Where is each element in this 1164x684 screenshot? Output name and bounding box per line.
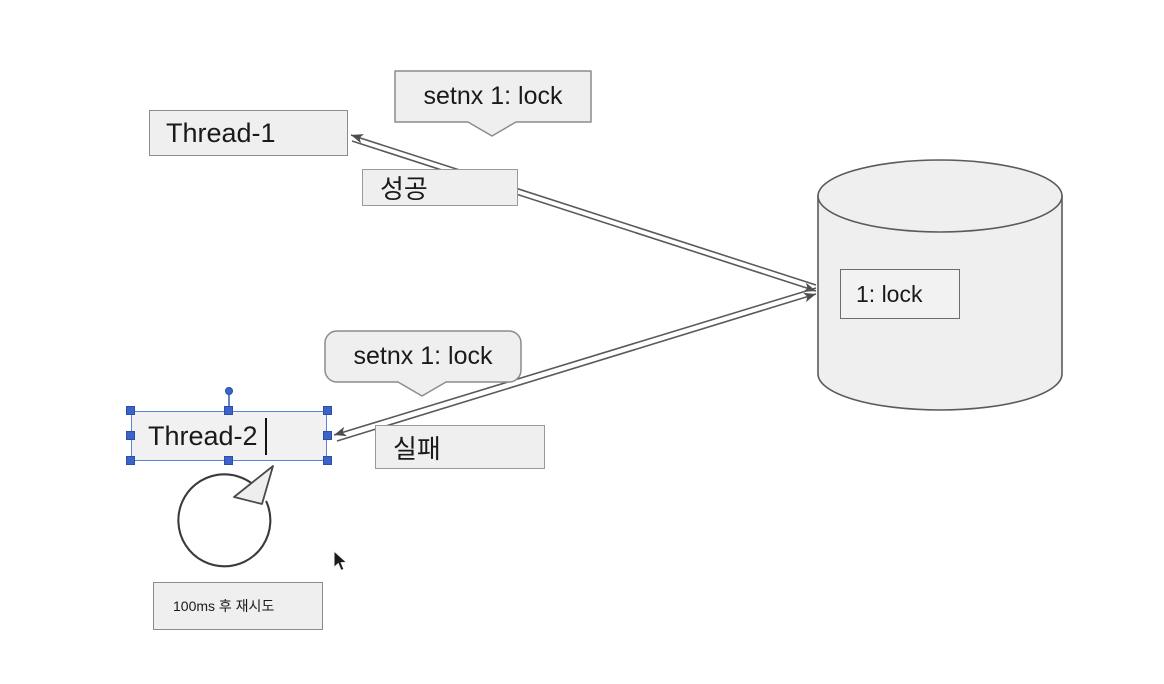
edge-thread1-to-db bbox=[351, 140, 817, 292]
node-thread-1[interactable]: Thread-1 bbox=[149, 110, 348, 156]
rotate-handle-stem bbox=[228, 392, 230, 411]
db-entry-lock-label: 1: lock bbox=[856, 280, 923, 307]
resize-handle-sw[interactable] bbox=[126, 456, 135, 465]
note-retry-after-100ms-label: 100ms 후 재시도 bbox=[173, 598, 275, 614]
db-entry-lock[interactable]: 1: lock bbox=[840, 269, 960, 319]
callout-setnx-thread1-label: setnx 1: lock bbox=[423, 81, 563, 110]
edge-db-to-thread1 bbox=[350, 134, 817, 286]
node-thread-2[interactable]: Thread-2 bbox=[131, 411, 327, 461]
text-edit-caret bbox=[265, 418, 267, 455]
resize-handle-s[interactable] bbox=[224, 456, 233, 465]
callout-setnx-thread2-label: setnx 1: lock bbox=[353, 341, 493, 370]
resize-handle-w[interactable] bbox=[126, 431, 135, 440]
node-thread-2-label: Thread-2 bbox=[148, 420, 258, 451]
resize-handle-ne[interactable] bbox=[323, 406, 332, 415]
callout-setnx-thread2-shape bbox=[324, 330, 522, 397]
rotate-handle[interactable] bbox=[225, 387, 233, 395]
tag-failure[interactable]: 실패 bbox=[375, 425, 545, 469]
tag-success[interactable]: 성공 bbox=[362, 169, 518, 206]
mouse-cursor bbox=[333, 550, 348, 572]
resize-handle-nw[interactable] bbox=[126, 406, 135, 415]
node-thread-1-label: Thread-1 bbox=[166, 117, 276, 148]
callout-setnx-thread1[interactable]: setnx 1: lock bbox=[394, 70, 592, 138]
resize-handle-se[interactable] bbox=[323, 456, 332, 465]
tag-failure-label: 실패 bbox=[393, 433, 441, 464]
resize-handle-e[interactable] bbox=[323, 431, 332, 440]
callout-setnx-thread1-shape bbox=[394, 70, 592, 137]
note-retry-after-100ms[interactable]: 100ms 후 재시도 bbox=[153, 582, 323, 630]
tag-success-label: 성공 bbox=[380, 174, 428, 204]
resize-handle-n[interactable] bbox=[224, 406, 233, 415]
callout-setnx-thread2[interactable]: setnx 1: lock bbox=[324, 330, 522, 398]
retry-loop-arrow bbox=[177, 465, 274, 568]
